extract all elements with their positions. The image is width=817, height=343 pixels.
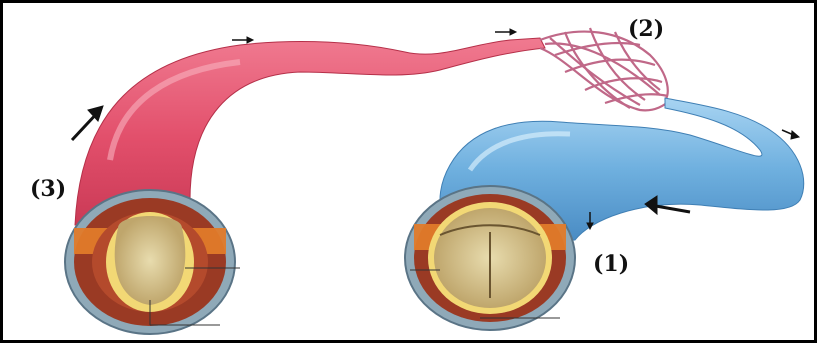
label-capillary: (2) (628, 18, 664, 40)
label-artery: (3) (30, 178, 66, 200)
artery-cross-section (65, 190, 240, 334)
vein-cross-section (405, 186, 575, 330)
label-vein: (1) (593, 253, 629, 275)
